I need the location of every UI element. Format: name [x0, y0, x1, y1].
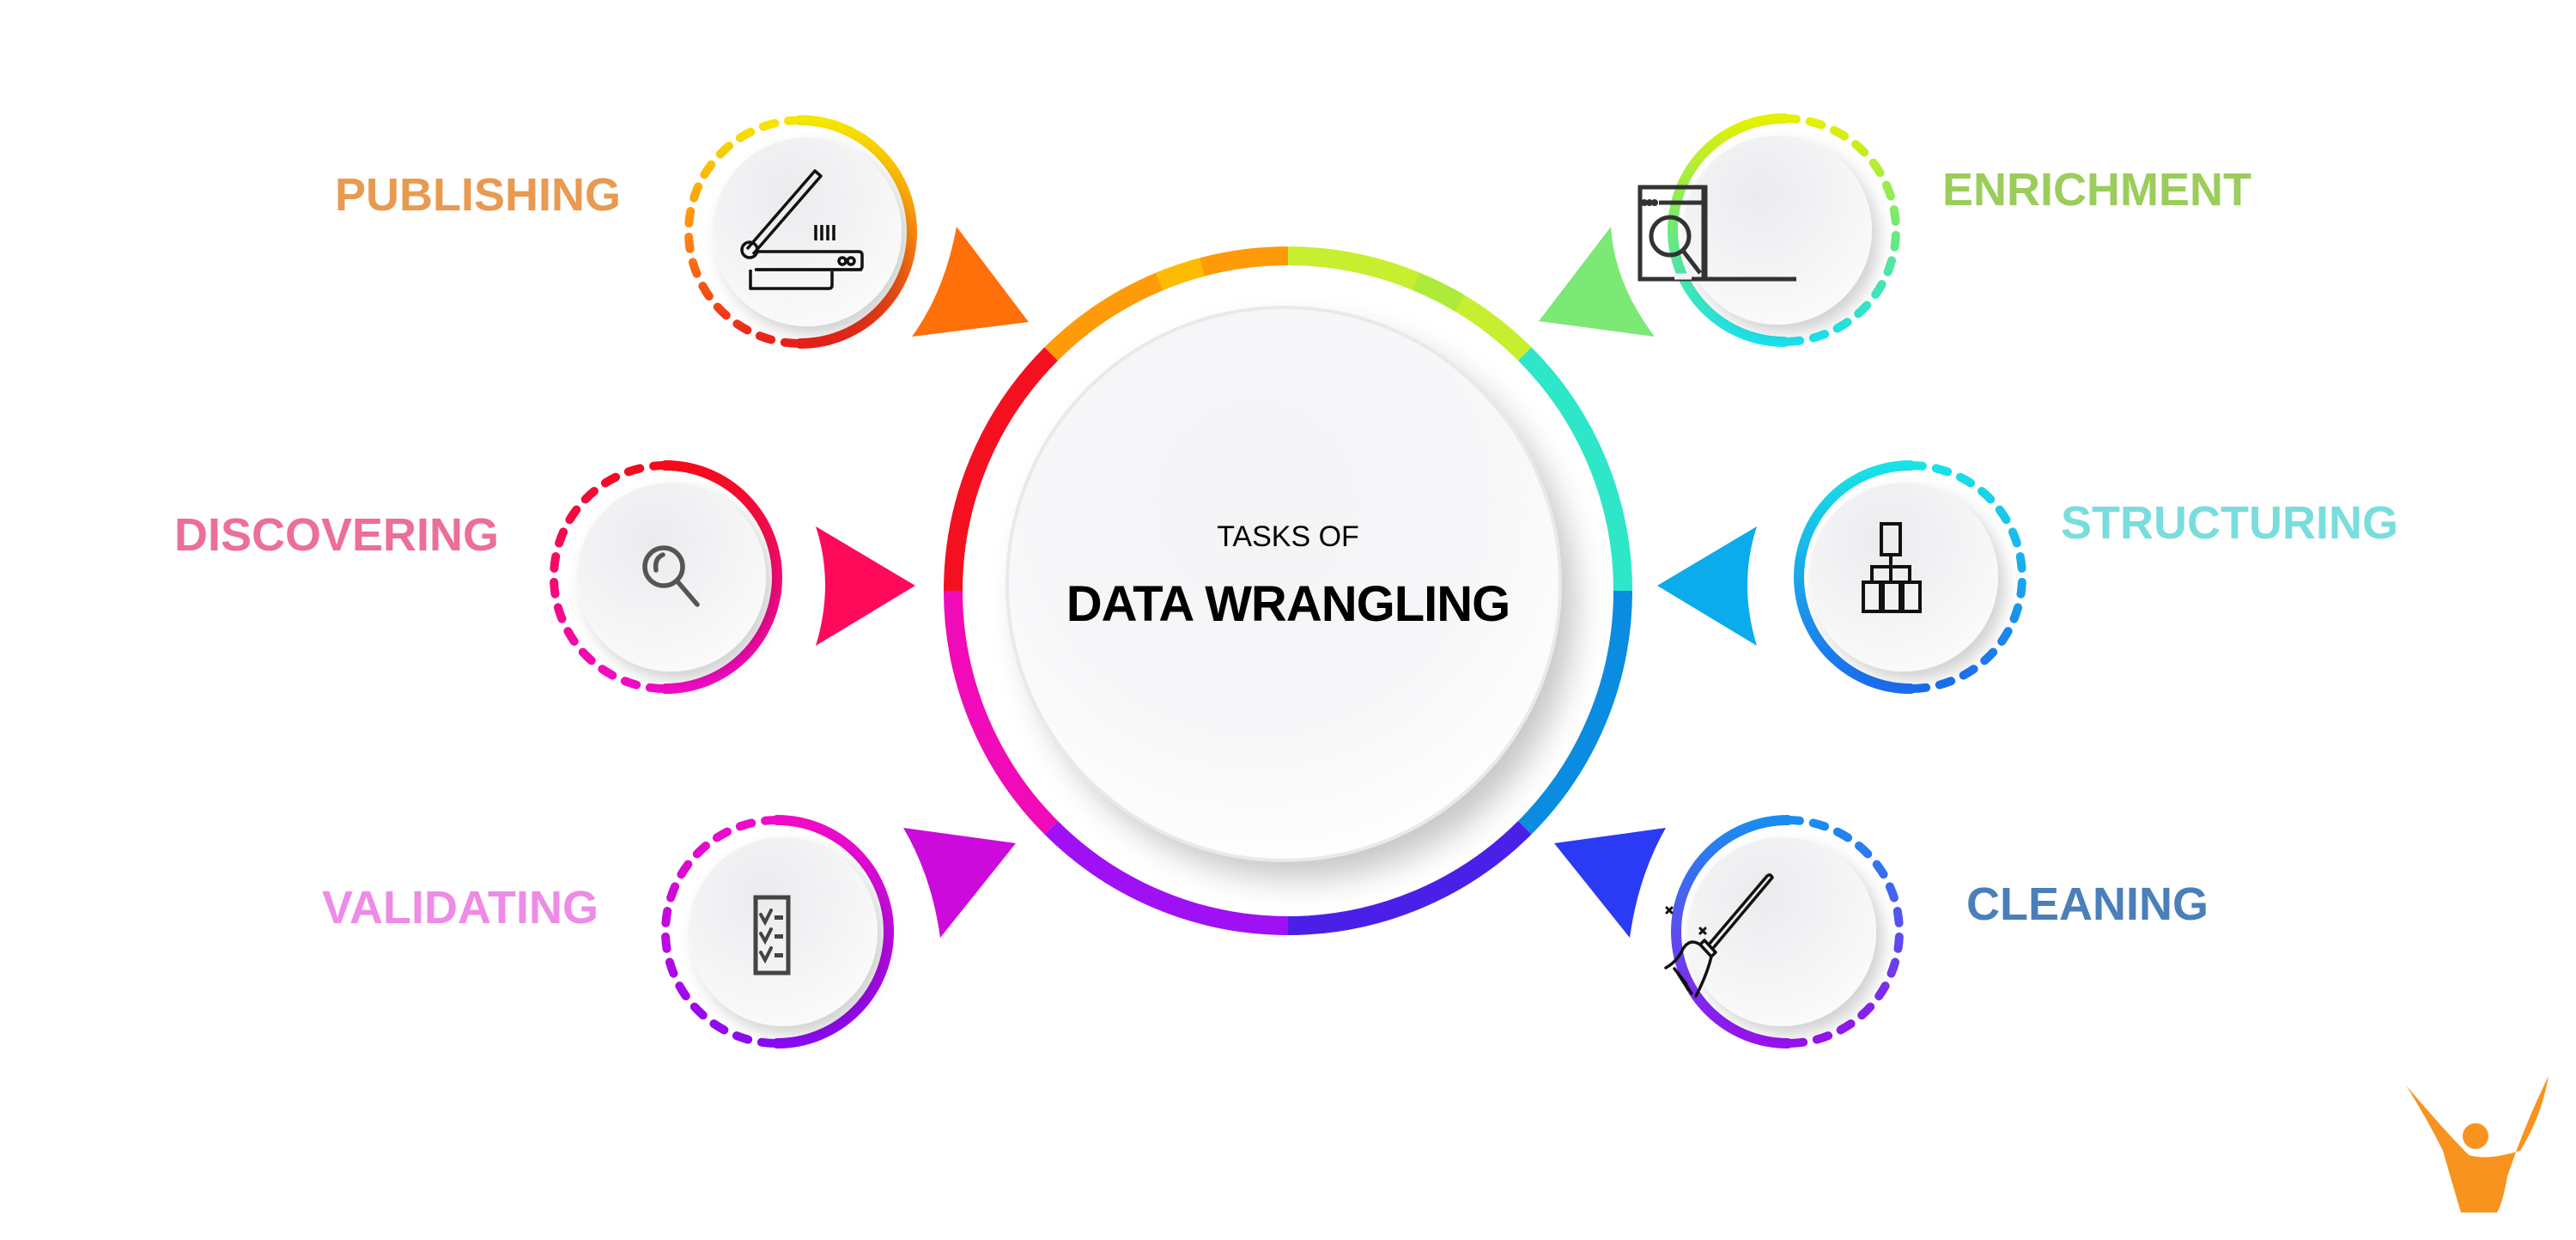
label-enrichment: ENRICHMENT — [1942, 164, 2251, 216]
hierarchy-icon — [1862, 522, 1922, 613]
pointer-discovering — [816, 526, 915, 646]
task-node-cleaning — [1671, 815, 1904, 1049]
center-disc — [1007, 307, 1560, 860]
browser-search-icon — [1637, 185, 1796, 282]
pointer-enrichment — [1539, 227, 1655, 337]
pointer-publishing — [912, 227, 1029, 337]
label-discovering: DISCOVERING — [174, 509, 500, 561]
pointer-structuring — [1657, 526, 1757, 646]
task-node-validating — [661, 815, 894, 1049]
label-structuring: STRUCTURING — [2061, 497, 2398, 549]
center-title: DATA WRANGLING — [1066, 576, 1510, 632]
label-cleaning: CLEANING — [1966, 878, 2208, 930]
center-subtitle: TASKS OF — [1217, 520, 1359, 553]
person-v-logo-icon — [2406, 1076, 2549, 1213]
checklist-icon — [753, 895, 791, 976]
task-node-publishing — [684, 115, 917, 349]
pointer-validating — [903, 828, 1016, 938]
label-publishing: PUBLISHING — [335, 169, 622, 221]
broom-icon — [1664, 873, 1774, 998]
main-rainbow-ring — [944, 246, 1632, 935]
label-validating: VALIDATING — [322, 882, 598, 933]
task-node-discovering — [550, 460, 782, 694]
pointer-cleaning — [1554, 828, 1666, 938]
task-node-structuring — [1794, 460, 2026, 694]
discover-icon — [642, 545, 700, 607]
scanner-icon — [740, 169, 864, 290]
